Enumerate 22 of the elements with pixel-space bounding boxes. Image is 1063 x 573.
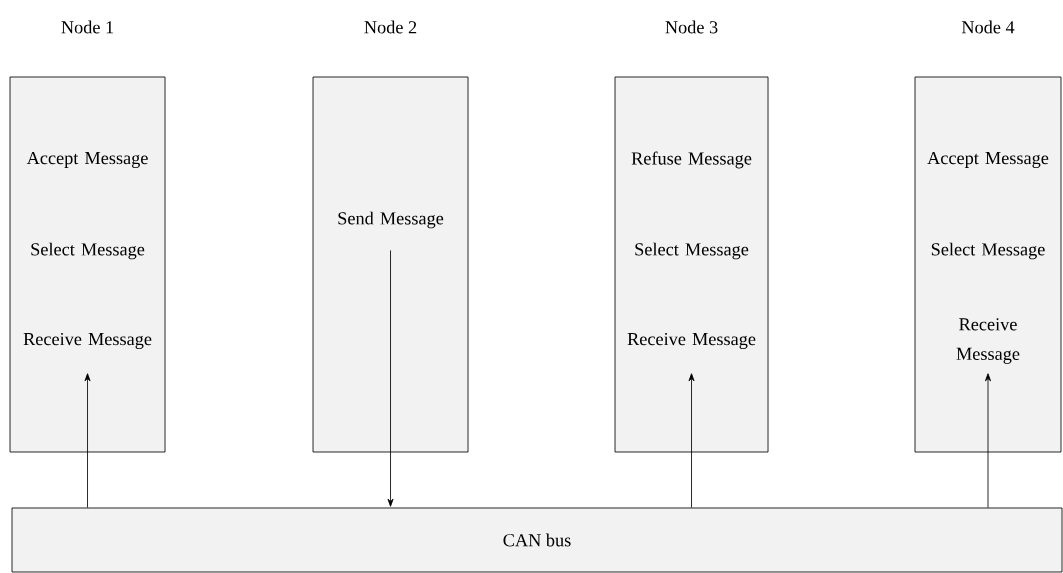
node-box: Accept Message Select Message Receive Message: [9, 76, 166, 453]
node-label: Refuse Message: [631, 151, 752, 169]
arrow: [84, 373, 91, 508]
node-label: Select Message: [931, 242, 1045, 260]
node-heading: Node 1: [61, 20, 114, 34]
node-label: Select Message: [635, 242, 749, 260]
node-heading: Node 3: [665, 20, 718, 34]
node-label: Receive Message: [627, 332, 756, 350]
arrow: [688, 373, 695, 508]
node-heading: Node 4: [961, 20, 1015, 34]
node-label: Accept Message: [26, 151, 148, 168]
node-box: Accept Message Select Message Receive Message: [914, 76, 1062, 453]
arrow: [985, 373, 991, 508]
node-heading: Node 2: [364, 20, 417, 34]
node-box: Refuse Message Select Message Receive Message: [614, 76, 769, 453]
node-box: Send Message: [312, 76, 469, 453]
node-label: Accept Message: [927, 151, 1049, 168]
node-label: Receive Message: [23, 332, 152, 350]
node-label: Select Message: [31, 242, 145, 260]
bus-bar: CAN bus: [11, 507, 1063, 573]
arrow: [387, 250, 394, 507]
node-label: Receive Message: [956, 318, 1020, 364]
